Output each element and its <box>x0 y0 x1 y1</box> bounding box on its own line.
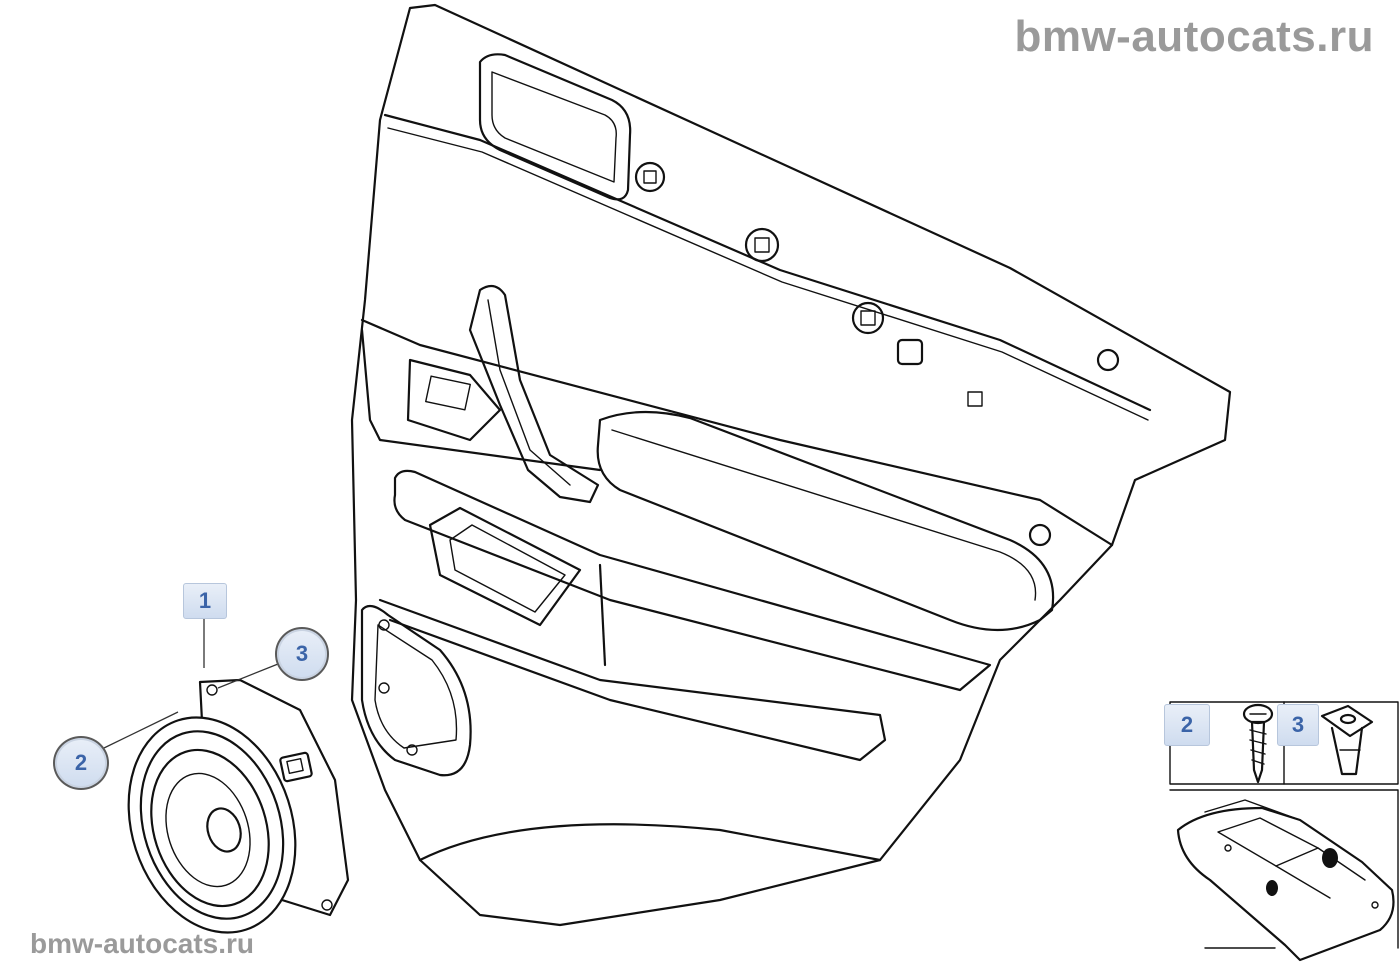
key-label-screw[interactable]: 2 <box>1164 704 1210 746</box>
leader-2 <box>103 711 179 749</box>
watermark-top: bmw-autocats.ru <box>1014 12 1374 61</box>
car-outline <box>1176 799 1395 962</box>
key-label-nut[interactable]: 3 <box>1277 704 1319 746</box>
door-speaker-opening <box>360 604 472 777</box>
callout-screw[interactable]: 2 <box>53 736 109 790</box>
leader-3 <box>217 663 279 689</box>
clip-holes <box>634 161 1120 547</box>
screw-icon <box>1242 703 1274 784</box>
speaker-assembly <box>127 678 350 934</box>
callout-nut[interactable]: 3 <box>275 627 329 681</box>
callout-speaker[interactable]: 1 <box>183 583 227 619</box>
nut-icon <box>1320 704 1374 776</box>
watermark-bottom: bmw-autocats.ru <box>30 928 255 959</box>
door-trim-panel <box>350 3 1232 927</box>
